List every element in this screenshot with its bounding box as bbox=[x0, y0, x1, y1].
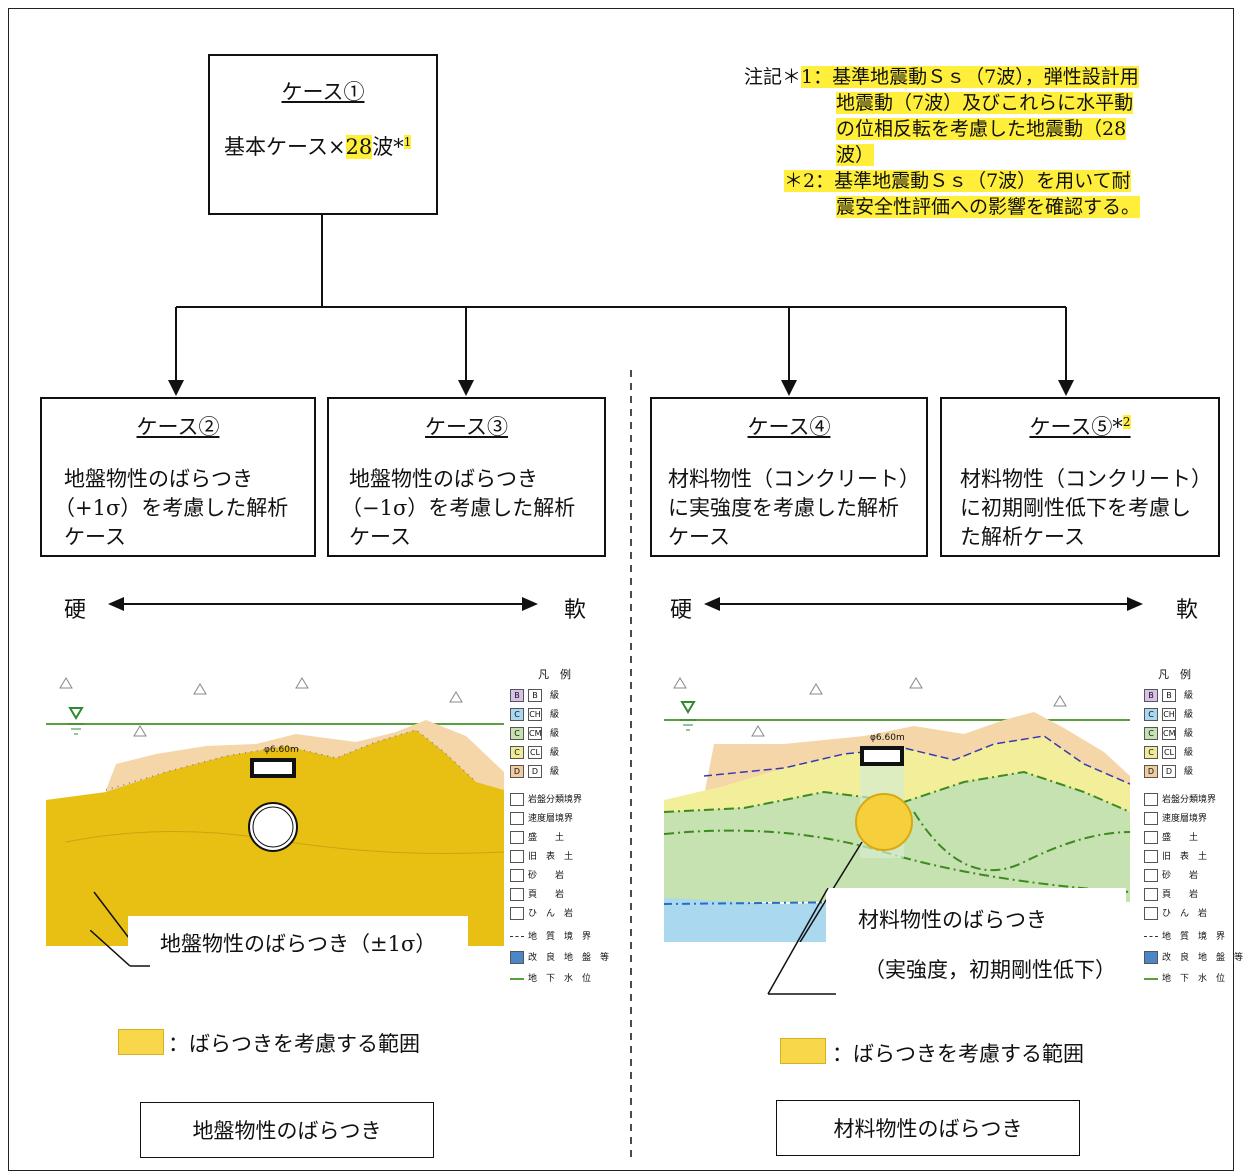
right-legend-item-7: 地 質 境 界 bbox=[1144, 929, 1225, 942]
case1-title: ケース① bbox=[281, 80, 365, 104]
case4-box: ケース④ 材料物性（コンクリート） に実強度を考慮した解析 ケース bbox=[650, 397, 928, 557]
left-cross-section: φ6.60m bbox=[46, 672, 504, 946]
right-legend-item-0: 岩盤分類境界 bbox=[1144, 792, 1216, 806]
case3-line1: 地盤物性のばらつき bbox=[349, 467, 538, 491]
left-footer-box: 地盤物性のばらつき bbox=[140, 1102, 434, 1158]
right-scale-soft: 軟 bbox=[1176, 598, 1199, 623]
left-legend-item-3: 旧 表 土 bbox=[510, 849, 573, 863]
left-callout-bg bbox=[128, 916, 468, 972]
case5-line3: た解析ケース bbox=[960, 525, 1085, 549]
right-legend-item-6: ひ ん 岩 bbox=[1144, 906, 1207, 920]
case3-line2: （−1σ）を考慮した解析 bbox=[341, 496, 576, 520]
right-legend-item-1: 速度層境界 bbox=[1144, 811, 1207, 825]
right-footer-text: 材料物性のばらつき bbox=[833, 1117, 1023, 1141]
right-dim-label: φ6.60m bbox=[870, 733, 905, 743]
case5-line1: 材料物性（コンクリート） bbox=[960, 467, 1212, 491]
case2-line1: 地盤物性のばらつき bbox=[64, 467, 253, 491]
case2-title: ケース② bbox=[136, 415, 220, 439]
case5-line2: に初期剛性低下を考慮し bbox=[960, 496, 1191, 520]
right-callout-leader bbox=[767, 888, 836, 995]
left-scale-soft: 軟 bbox=[564, 598, 587, 623]
case1-box: ケース① 基本ケース×28波*1 bbox=[208, 54, 438, 215]
left-range-note: ：ばらつきを考慮する範囲 bbox=[168, 1032, 420, 1056]
case2-line3: ケース bbox=[64, 525, 126, 549]
case4-line2: に実強度を考慮した解析 bbox=[668, 496, 899, 520]
left-footer-text: 地盤物性のばらつき bbox=[192, 1119, 382, 1143]
left-legend-item-0: 岩盤分類境界 bbox=[510, 792, 582, 806]
case5-title: ケース⑤*2 bbox=[1029, 415, 1131, 439]
left-legend-item-2: 盛 土 bbox=[510, 830, 564, 844]
left-legend-item-1: 速度層境界 bbox=[510, 811, 573, 825]
case2-line2: （+1σ）を考慮した解析 bbox=[54, 496, 289, 520]
right-scale-hard: 硬 bbox=[670, 598, 693, 623]
left-legend-item-7: 地 質 境 界 bbox=[510, 929, 591, 942]
left-legend-title: 凡 例 bbox=[538, 668, 571, 681]
notes: 注記＊1：基準地震動Ｓｓ（7波），弾性設計用 地震動（7波）及びこれらに水平動 … bbox=[744, 66, 1141, 218]
left-legend-item-4: 砂 岩 bbox=[510, 868, 564, 882]
case3-title: ケース③ bbox=[425, 415, 508, 439]
left-range-swatch bbox=[118, 1029, 164, 1055]
left-callout-text: 地盤物性のばらつき（±1σ） bbox=[160, 932, 437, 956]
outer-frame bbox=[8, 8, 1234, 1171]
right-legend-item-3: 旧 表 土 bbox=[1144, 849, 1207, 863]
right-callout-line2: （実強度，初期剛性低下） bbox=[864, 958, 1116, 982]
right-cross-section: φ6.60m bbox=[664, 672, 1130, 942]
right-legend-item-4: 砂 岩 bbox=[1144, 868, 1198, 882]
left-scale-hard: 硬 bbox=[64, 598, 87, 623]
right-callout-line1: 材料物性のばらつき bbox=[858, 908, 1047, 932]
left-legend-item-8: 改 良 地 盤 等 bbox=[510, 950, 609, 964]
right-legend-title: 凡 例 bbox=[1158, 668, 1191, 681]
left-callout-leader bbox=[90, 930, 150, 967]
right-legend-item-5: 頁 岩 bbox=[1144, 887, 1198, 901]
case5-box: ケース⑤*2 材料物性（コンクリート） に初期剛性低下を考慮し た解析ケース bbox=[940, 397, 1220, 557]
right-range-note: ：ばらつきを考慮する範囲 bbox=[832, 1042, 1084, 1066]
right-legend-item-2: 盛 土 bbox=[1144, 830, 1198, 844]
right-range-swatch bbox=[780, 1038, 826, 1064]
right-legend-item-9: 地 下 水 位 bbox=[1144, 971, 1225, 984]
right-legend-item-8: 改 良 地 盤 等 bbox=[1144, 950, 1243, 964]
case3-box: ケース③ 地盤物性のばらつき （−1σ）を考慮した解析 ケース bbox=[327, 397, 606, 557]
case1-text: 基本ケース×28波*1 bbox=[224, 135, 412, 159]
case4-line1: 材料物性（コンクリート） bbox=[668, 467, 920, 491]
left-dim-label: φ6.60m bbox=[264, 745, 299, 755]
right-callout-bg bbox=[826, 888, 1126, 994]
case2-box: ケース② 地盤物性のばらつき （+1σ）を考慮した解析 ケース bbox=[40, 397, 316, 557]
left-legend-item-5: 頁 岩 bbox=[510, 887, 564, 901]
case4-line3: ケース bbox=[668, 525, 730, 549]
left-legend-item-9: 地 下 水 位 bbox=[510, 971, 591, 984]
case4-title: ケース④ bbox=[747, 415, 831, 439]
left-legend-item-6: ひ ん 岩 bbox=[510, 906, 573, 920]
right-footer-box: 材料物性のばらつき bbox=[776, 1100, 1080, 1156]
case3-line3: ケース bbox=[349, 525, 411, 549]
